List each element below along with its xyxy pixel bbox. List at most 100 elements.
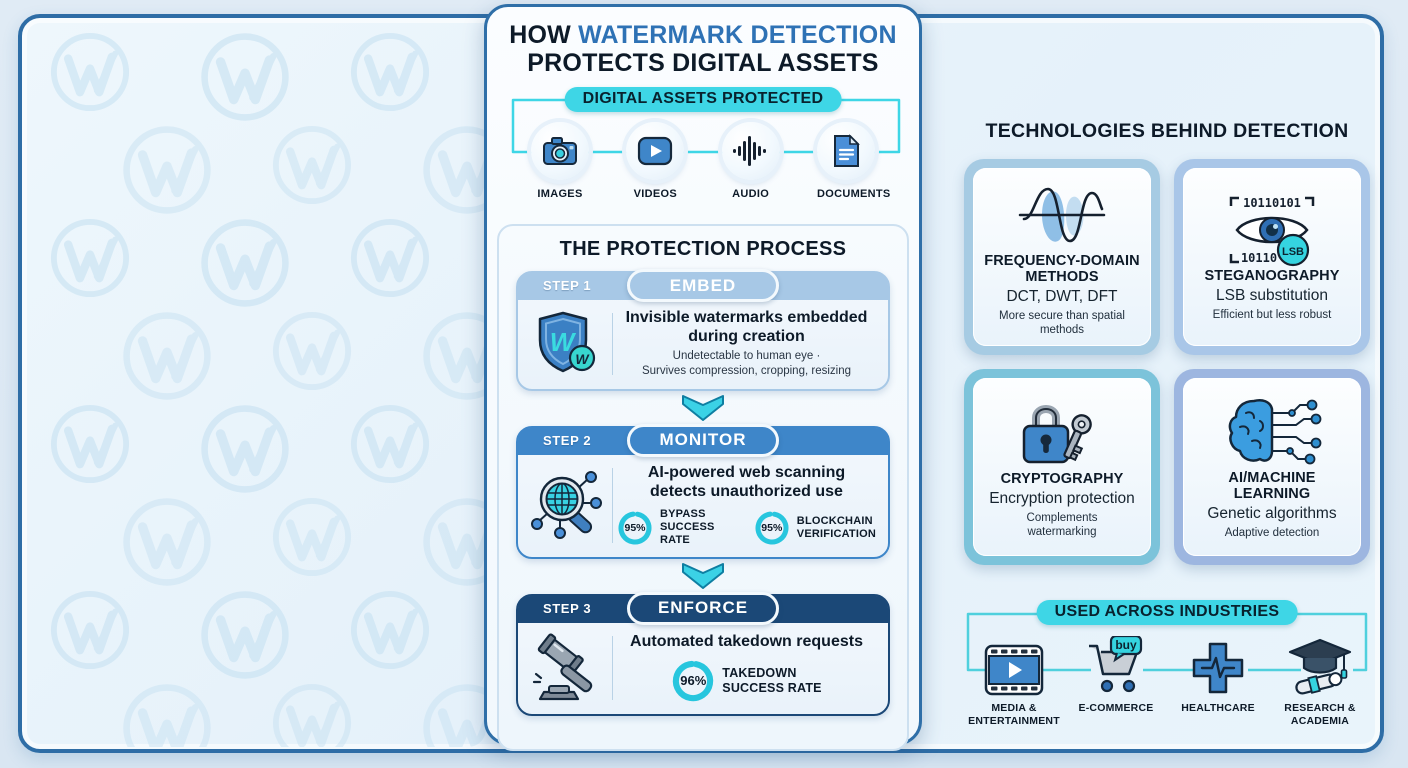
- card-subtitle: DCT, DWT, DFT: [1006, 287, 1118, 305]
- watermark-logo: [420, 495, 486, 594]
- step1-action-pill: EMBED: [627, 269, 779, 302]
- title-line2: PROTECTS DIGITAL ASSETS: [527, 48, 879, 77]
- step-card-embed: STEP 1 EMBED W W Invisible watermarks em…: [516, 269, 890, 391]
- watermark-logo: [420, 681, 486, 747]
- graduation-icon: [1274, 634, 1366, 696]
- assets-connector-line: [511, 98, 901, 154]
- step1-detail: Undetectable to human eye · Survives com…: [641, 350, 851, 378]
- asset-label: DOCUMENTS: [816, 188, 891, 200]
- step3-action-pill: ENFORCE: [627, 591, 779, 625]
- watermark-pattern: [24, 20, 486, 747]
- watermark-logo: [48, 216, 132, 305]
- industry-label: E-COMMERCE: [1078, 702, 1154, 714]
- stat-takedown: 96% TAKEDOWN SUCCESS RATE: [671, 659, 822, 703]
- watermark-logo: [48, 588, 132, 677]
- gavel-icon: [522, 632, 612, 704]
- down-arrow-icon: [516, 559, 890, 594]
- industry-label: RESEARCH & ACADEMIA: [1284, 702, 1356, 727]
- asset-label: IMAGES: [537, 188, 583, 200]
- industry-media: MEDIA & ENTERTAINMENT: [968, 634, 1060, 727]
- svg-text:10110: 10110: [1241, 251, 1277, 265]
- watermark-logo: [420, 309, 486, 408]
- asset-label: VIDEOS: [633, 188, 678, 200]
- industries-row: MEDIA & ENTERTAINMENT buy E-COMMER: [958, 634, 1376, 727]
- title-highlight: WATERMARK DETECTION: [578, 21, 897, 49]
- watermark-logo: [348, 30, 432, 119]
- svg-text:10110101: 10110101: [1243, 196, 1301, 210]
- step2-header: STEP 2 MONITOR: [518, 423, 888, 457]
- step3-header: STEP 3 ENFORCE: [518, 591, 888, 625]
- stat-label: TAKEDOWN SUCCESS RATE: [722, 665, 822, 695]
- medical-cross-icon: [1172, 634, 1264, 696]
- watermark-logo: [348, 588, 432, 677]
- svg-text:W: W: [575, 351, 590, 367]
- donut-95-2: 95%: [754, 510, 790, 546]
- stat-bypass: 95% BYPASS SUCCESS RATE: [617, 508, 738, 547]
- globe-scan-icon: [522, 467, 612, 543]
- digital-assets-section: DIGITAL ASSETS PROTECTED IMAGES: [487, 82, 919, 218]
- watermark-logo: [420, 123, 486, 222]
- industries-connector-line: [966, 612, 1368, 672]
- card-subtitle: Encryption protection: [989, 489, 1135, 507]
- card-steganography: 10110101 10110 LSB STEGANOGRAPHY LSB sub…: [1174, 159, 1370, 355]
- card-title: AI/MACHINE LEARNING: [1228, 470, 1316, 503]
- down-arrow-icon: [516, 391, 890, 426]
- lock-key-icon: [1014, 395, 1110, 471]
- technology-cards: FREQUENCY-DOMAIN METHODS DCT, DWT, DFT M…: [958, 159, 1376, 565]
- card-title: CRYPTOGRAPHY: [1000, 471, 1124, 488]
- watermark-logo: [120, 681, 214, 747]
- stat-label: BLOCKCHAIN VERIFICATION: [796, 514, 876, 540]
- watermark-logo: [270, 495, 354, 584]
- industry-healthcare: HEALTHCARE: [1172, 634, 1264, 727]
- step1-label: STEP 1: [543, 278, 592, 293]
- card-subtitle: LSB substitution: [1215, 286, 1328, 304]
- film-strip-icon: [968, 634, 1060, 696]
- protection-process-section: THE PROTECTION PROCESS STEP 1 EMBED W W: [497, 224, 909, 751]
- asset-documents: DOCUMENTS: [816, 122, 891, 200]
- step2-headline: AI-powered web scanning detects unauthor…: [647, 463, 846, 500]
- technologies-section: TECHNOLOGIES BEHIND DETECTION FREQUENCY-…: [958, 120, 1376, 565]
- svg-text:buy: buy: [1115, 638, 1137, 652]
- stat-label: BYPASS SUCCESS RATE: [660, 508, 715, 546]
- asset-images: IMAGES: [531, 122, 589, 200]
- eye-binary-icon: 10110101 10110 LSB: [1217, 192, 1327, 268]
- card-note: Efficient but less robust: [1212, 308, 1332, 321]
- watermark-logo: [120, 309, 214, 408]
- card-title: FREQUENCY-DOMAIN METHODS: [984, 253, 1140, 286]
- title-prefix: HOW: [509, 21, 579, 49]
- watermark-logo: [348, 402, 432, 491]
- watermark-logo: [48, 402, 132, 491]
- document-icon: [816, 122, 875, 180]
- step3-headline: Automated takedown requests: [630, 633, 863, 651]
- card-cryptography: CRYPTOGRAPHY Encryption protection Compl…: [964, 369, 1160, 565]
- watermark-logo: [198, 216, 292, 315]
- asset-label: AUDIO: [732, 188, 770, 200]
- camera-icon: [531, 122, 589, 180]
- watermark-logo: [198, 588, 292, 687]
- step-card-enforce: STEP 3 ENFORCE: [516, 591, 890, 716]
- card-subtitle: Genetic algorithms: [1207, 504, 1337, 522]
- step2-label: STEP 2: [543, 432, 592, 448]
- industry-ecommerce: buy E-COMMERCE: [1070, 634, 1162, 727]
- watermark-logo: [348, 216, 432, 305]
- watermark-logo: [120, 123, 214, 222]
- step3-label: STEP 3: [543, 600, 592, 616]
- svg-text:LSB: LSB: [1282, 246, 1304, 258]
- watermark-logo: [270, 123, 354, 212]
- step2-action-pill: MONITOR: [627, 423, 779, 457]
- audio-waveform-icon: [721, 122, 780, 180]
- card-note: Complements watermarking: [1026, 511, 1098, 538]
- industries-section: USED ACROSS INDUSTRIES MEDIA & ENTERTAIN…: [958, 598, 1376, 746]
- industries-pill: USED ACROSS INDUSTRIES: [1036, 600, 1298, 625]
- card-frequency-domain: FREQUENCY-DOMAIN METHODS DCT, DWT, DFT M…: [964, 159, 1160, 355]
- watermark-logo: [270, 681, 354, 747]
- divider: [612, 467, 613, 543]
- step-card-monitor: STEP 2 MONITOR: [516, 423, 890, 559]
- donut-95-1: 95%: [617, 510, 653, 546]
- donut-96: 96%: [671, 659, 715, 703]
- watermark-logo: [120, 495, 214, 594]
- main-infographic-panel: HOW WATERMARK DETECTION PROTECTS DIGITAL…: [484, 4, 922, 751]
- shield-watermark-icon: W W: [522, 310, 612, 378]
- brain-circuit-icon: [1220, 394, 1324, 470]
- assets-row: IMAGES VIDEOS: [487, 122, 919, 200]
